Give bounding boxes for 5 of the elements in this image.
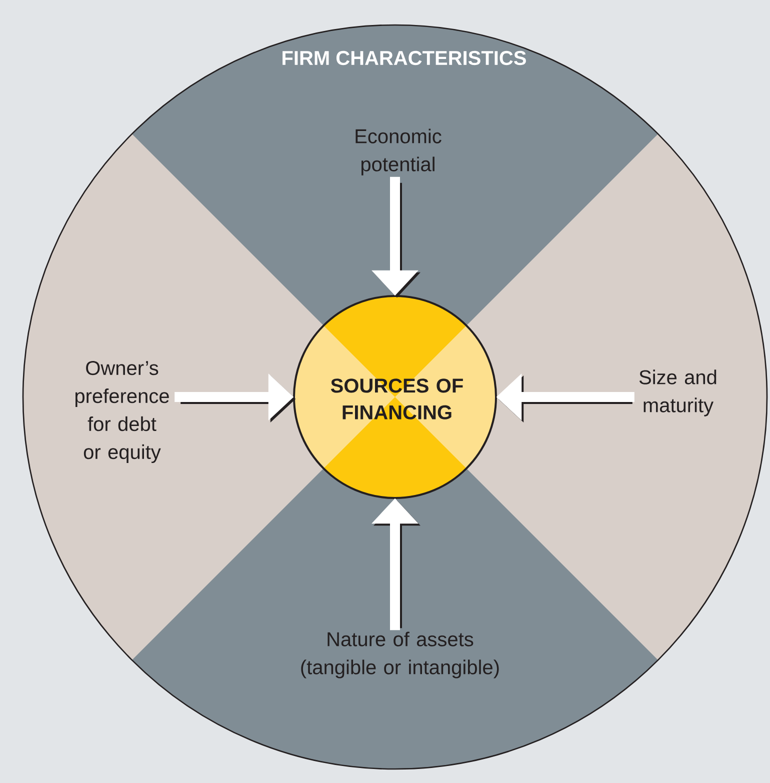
factor-label: Economic potential: [356, 128, 442, 176]
factor-label: Nature of assets (tangible or intangible): [301, 632, 499, 678]
heading: FIRM CHARACTERISTICS: [282, 50, 526, 66]
factor-label: Size and maturity: [639, 370, 716, 416]
factor-label: Owner’s preference for debt or equity: [76, 360, 169, 464]
